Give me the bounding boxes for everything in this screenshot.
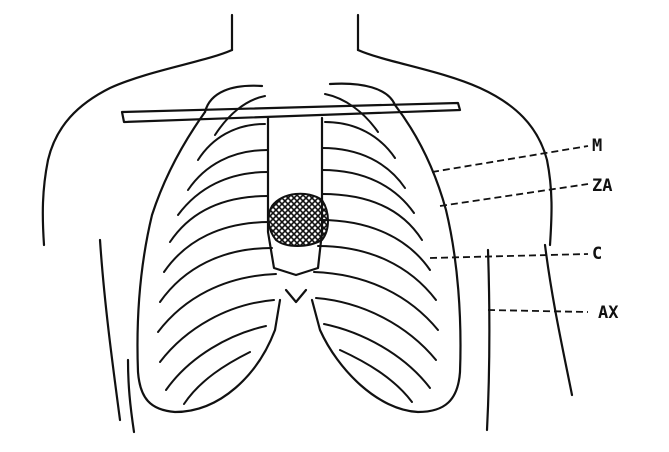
rib-left-2 <box>198 124 265 160</box>
arm-right <box>545 245 572 395</box>
ribs-right <box>314 94 438 402</box>
rib-left-5 <box>170 196 268 242</box>
leader-lines <box>430 146 588 312</box>
flank-left <box>128 360 134 432</box>
label-c: C <box>592 244 602 264</box>
label-ax: AX <box>598 303 619 323</box>
rib-right-5 <box>322 194 422 240</box>
rib-right-10 <box>324 324 430 388</box>
rib-right-2 <box>325 122 395 158</box>
rib-left-9 <box>160 300 274 362</box>
rib-cage <box>138 94 461 412</box>
rib-right-9 <box>316 298 436 360</box>
arm-left <box>100 240 120 420</box>
flank-right <box>487 250 489 430</box>
heart-region <box>269 194 328 246</box>
ribs-left <box>158 96 276 404</box>
rib-left-4 <box>178 172 268 215</box>
label-za: ZA <box>592 176 612 196</box>
ribcage-outline-right <box>312 105 460 412</box>
leader-ax <box>488 310 588 312</box>
shoulder-left <box>43 50 232 245</box>
clavicle-bar <box>122 103 460 122</box>
rib-right-4 <box>322 170 414 213</box>
rib-left-1 <box>215 96 265 135</box>
rib-left-10 <box>166 326 266 390</box>
clavicles <box>122 84 460 122</box>
clavicle-loop-right <box>330 84 395 105</box>
leader-m <box>432 146 588 172</box>
label-m: M <box>592 136 602 156</box>
leader-za <box>440 184 588 206</box>
labels: M ZA C AX <box>592 136 619 323</box>
xiphoid <box>286 290 306 302</box>
